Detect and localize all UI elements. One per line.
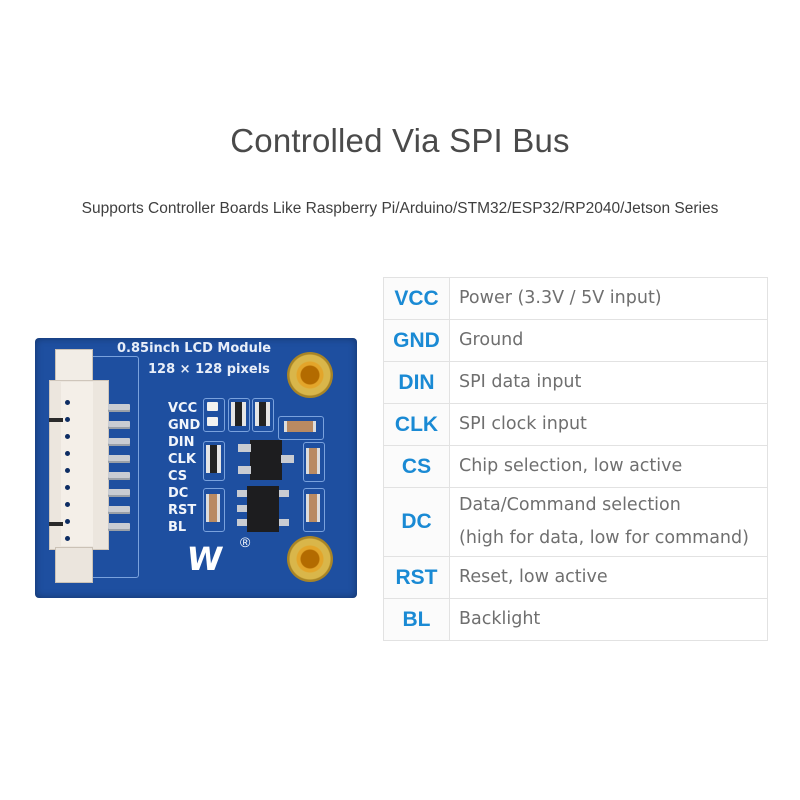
via xyxy=(65,451,70,456)
component-outline xyxy=(278,416,324,440)
page-subtitle: Supports Controller Boards Like Raspberr… xyxy=(81,200,719,217)
board-pin-label: DIN xyxy=(168,435,195,450)
pin-description: SPI clock input xyxy=(449,403,768,446)
board-pin-label: DC xyxy=(168,486,189,501)
connector-pad xyxy=(108,438,130,446)
board-resolution-silkscreen: 128 × 128 pixels xyxy=(148,362,270,377)
pin-name: GND xyxy=(383,319,450,362)
table-row: VCC Power (3.3V / 5V input) xyxy=(383,277,768,320)
connector-shadow xyxy=(49,522,63,526)
resistor xyxy=(255,402,270,426)
registered-mark-icon: ® xyxy=(240,534,251,550)
via xyxy=(65,468,70,473)
connector-shadow xyxy=(49,418,63,422)
table-row: RST Reset, low active xyxy=(383,556,768,599)
chip-lead xyxy=(238,444,251,452)
chip-lead xyxy=(238,466,251,474)
chip-lead xyxy=(237,490,247,497)
pin-name: VCC xyxy=(383,277,450,320)
smd-pad xyxy=(207,402,218,411)
via xyxy=(65,417,70,422)
smd-pad xyxy=(207,417,218,426)
board-pin-label: GND xyxy=(168,418,201,433)
via xyxy=(65,502,70,507)
pin-description: Chip selection, low active xyxy=(449,445,768,488)
component-outline xyxy=(203,441,225,481)
capacitor xyxy=(306,494,320,522)
chip-lead xyxy=(237,519,247,526)
chip-lead xyxy=(279,490,289,497)
pin-name: CS xyxy=(383,445,450,488)
table-row: CLK SPI clock input xyxy=(383,403,768,446)
pin-name: DC xyxy=(383,487,450,557)
table-row: CS Chip selection, low active xyxy=(383,445,768,488)
connector-pad xyxy=(108,523,130,531)
board-title-silkscreen: 0.85inch LCD Module xyxy=(117,341,272,356)
pin-description: Power (3.3V / 5V input) xyxy=(449,277,768,320)
board-pin-label: CLK xyxy=(168,452,196,467)
board-pin-label: BL xyxy=(168,520,187,535)
component-outline xyxy=(203,398,225,432)
pin-name: RST xyxy=(383,556,450,599)
via xyxy=(65,485,70,490)
chip-lead xyxy=(237,505,247,512)
connector-pad xyxy=(108,489,130,497)
lcd-module-board-image: 0.85inch LCD Module 128 × 128 pixels VCC… xyxy=(35,338,357,598)
component-outline xyxy=(303,442,325,482)
table-row: BL Backlight xyxy=(383,598,768,641)
connector-pad xyxy=(108,472,130,480)
via xyxy=(65,519,70,524)
mounting-hole-top xyxy=(287,352,333,398)
ldo-regulator-chip xyxy=(250,440,282,480)
level-shifter-chip xyxy=(247,486,279,532)
board-pin-label: RST xyxy=(168,503,197,518)
pin-name: DIN xyxy=(383,361,450,404)
mounting-hole-bottom xyxy=(287,536,333,582)
pin-description-line1: Data/Command selection xyxy=(459,495,681,515)
component-outline xyxy=(252,398,274,432)
connector-pad xyxy=(108,506,130,514)
table-row: DC Data/Command selection (high for data… xyxy=(383,487,768,557)
pin-description: SPI data input xyxy=(449,361,768,404)
connector-pad xyxy=(108,455,130,463)
connector-pad xyxy=(108,404,130,412)
pin-description: Ground xyxy=(449,319,768,362)
pin-description-line2: (high for data, low for command) xyxy=(459,528,749,548)
board-pin-label: CS xyxy=(168,469,188,484)
component-outline xyxy=(228,398,250,432)
resistor xyxy=(206,445,221,473)
chip-lead xyxy=(281,455,294,463)
capacitor xyxy=(284,421,316,432)
pin-name: CLK xyxy=(383,403,450,446)
connector-pad xyxy=(108,421,130,429)
pin-description-table: VCC Power (3.3V / 5V input) GND Ground D… xyxy=(383,277,768,641)
component-outline xyxy=(203,488,225,532)
capacitor xyxy=(306,448,320,474)
board-pin-label: VCC xyxy=(168,401,198,416)
table-row: GND Ground xyxy=(383,319,768,362)
connector-bottom-latch xyxy=(55,547,93,583)
pin-description: Backlight xyxy=(449,598,768,641)
connector-strip xyxy=(61,382,93,546)
pin-description: Data/Command selection (high for data, l… xyxy=(449,487,768,557)
table-row: DIN SPI data input xyxy=(383,361,768,404)
connector-top-latch xyxy=(55,349,93,383)
pin-name: BL xyxy=(383,598,450,641)
page-title: Controlled Via SPI Bus xyxy=(230,122,570,159)
resistor xyxy=(231,402,246,426)
via xyxy=(65,434,70,439)
chip-lead xyxy=(279,519,289,526)
pin-description: Reset, low active xyxy=(449,556,768,599)
waveshare-logo-icon: W xyxy=(184,540,219,578)
component-outline xyxy=(303,488,325,532)
via xyxy=(65,536,70,541)
via xyxy=(65,400,70,405)
capacitor xyxy=(206,494,220,522)
